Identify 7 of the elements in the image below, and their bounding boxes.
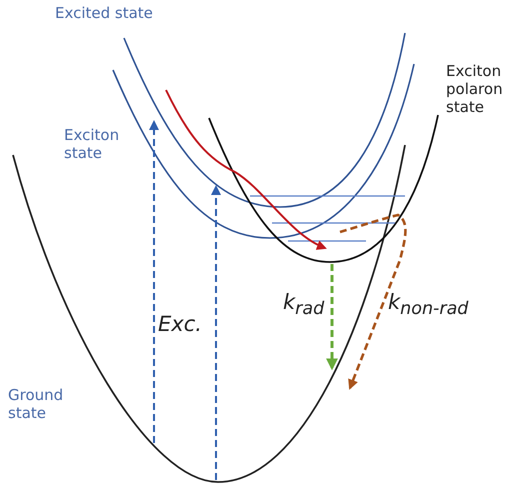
transition-label: Exc. <box>158 312 202 338</box>
rate-label: k$_{rad}$ <box>283 290 324 320</box>
state-label: Ground state <box>8 386 64 422</box>
state-label: Exciton polaron state <box>446 62 504 116</box>
state-label: Exciton state <box>64 126 120 162</box>
rate-label: k$_{non-rad}$ <box>388 290 468 320</box>
state-label: Excited state <box>55 4 153 22</box>
